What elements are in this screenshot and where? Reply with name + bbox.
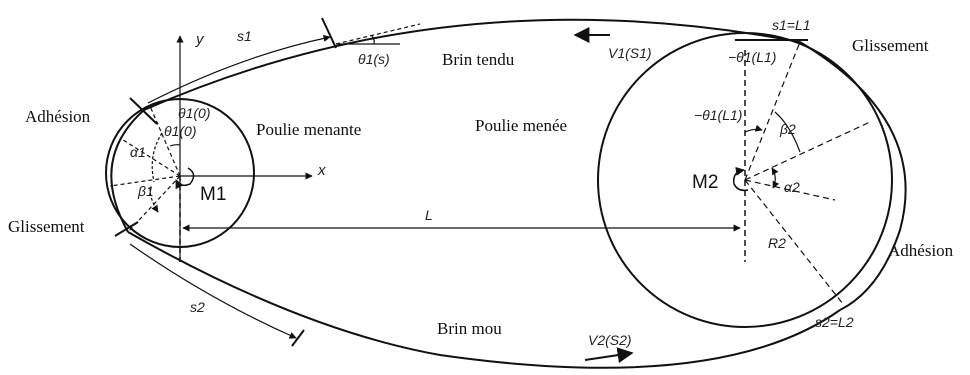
belt-lower-strand (127, 231, 841, 369)
label-adhesion-left: Adhésion (25, 107, 91, 126)
driving-radius-low (109, 175, 181, 187)
symbol-s2-eq: s2=L2 (815, 314, 854, 330)
theta-l1-mid-arc (744, 124, 763, 133)
label-poulie-menante: Poulie menante (256, 120, 361, 139)
symbol-theta1-0-b: θ1(0) (164, 123, 197, 139)
theta-tangent-dashed (335, 23, 421, 45)
driven-radius-top (744, 41, 801, 181)
label-glissement-left: Glissement (8, 217, 85, 236)
symbol-beta1: β1 (137, 183, 154, 199)
belt-upper-strand (143, 18, 801, 111)
driven-radius-right (744, 121, 871, 181)
s1-end-tick (321, 17, 337, 49)
belt-left-wrap (110, 109, 145, 233)
s2-start-tick (114, 221, 139, 237)
s2-arrow (129, 243, 297, 339)
s2-end-tick (291, 329, 305, 347)
symbol-beta2: β2 (779, 121, 796, 137)
driven-radius-bottom (744, 179, 844, 305)
theta0-arc (169, 144, 181, 147)
symbol-minus-theta1-l1-mid: −θ1(L1) (694, 107, 742, 123)
symbol-s1: s1 (237, 28, 252, 44)
alpha1-arc (151, 132, 163, 183)
symbol-s2: s2 (190, 299, 205, 315)
driving-radius-top (149, 105, 181, 177)
symbol-alpha2: α2 (784, 179, 800, 195)
driven-pulley (597, 32, 893, 328)
alpha2-arc (771, 167, 780, 189)
v2-arrow (584, 347, 634, 364)
label-brin-mou: Brin mou (437, 319, 502, 338)
label-poulie-menee: Poulie menée (475, 116, 567, 135)
m2-moment (732, 166, 749, 192)
symbol-theta1-0-a: θ1(0) (178, 105, 211, 121)
symbol-r2: R2 (768, 235, 786, 251)
beta1-arc (149, 187, 159, 213)
symbol-l: L (425, 207, 433, 223)
driven-radius-low (744, 179, 836, 201)
symbol-v2: V2(S2) (588, 332, 632, 348)
label-brin-tendu: Brin tendu (442, 50, 515, 69)
m1-moment (175, 167, 195, 190)
driving-radius-mid (119, 137, 181, 177)
s1-start-tick (129, 97, 158, 125)
beta2-arc (774, 111, 801, 153)
symbol-x-axis: x (317, 162, 326, 179)
symbol-m2: M2 (692, 172, 718, 193)
label-glissement-right: Glissement (852, 36, 929, 55)
symbol-v1: V1(S1) (608, 45, 652, 61)
symbol-minus-theta1-l1-top: −θ1(L1) (728, 49, 776, 65)
symbol-alpha1: α1 (130, 144, 146, 160)
symbol-y-axis: y (195, 31, 205, 48)
label-adhesion-right: Adhésion (888, 241, 954, 260)
theta-arc (371, 35, 375, 45)
symbol-s1-eq: s1=L1 (772, 17, 811, 33)
symbol-m1: M1 (200, 184, 226, 205)
s1-arrow (147, 34, 331, 104)
symbol-theta1-s: θ1(s) (358, 51, 390, 67)
